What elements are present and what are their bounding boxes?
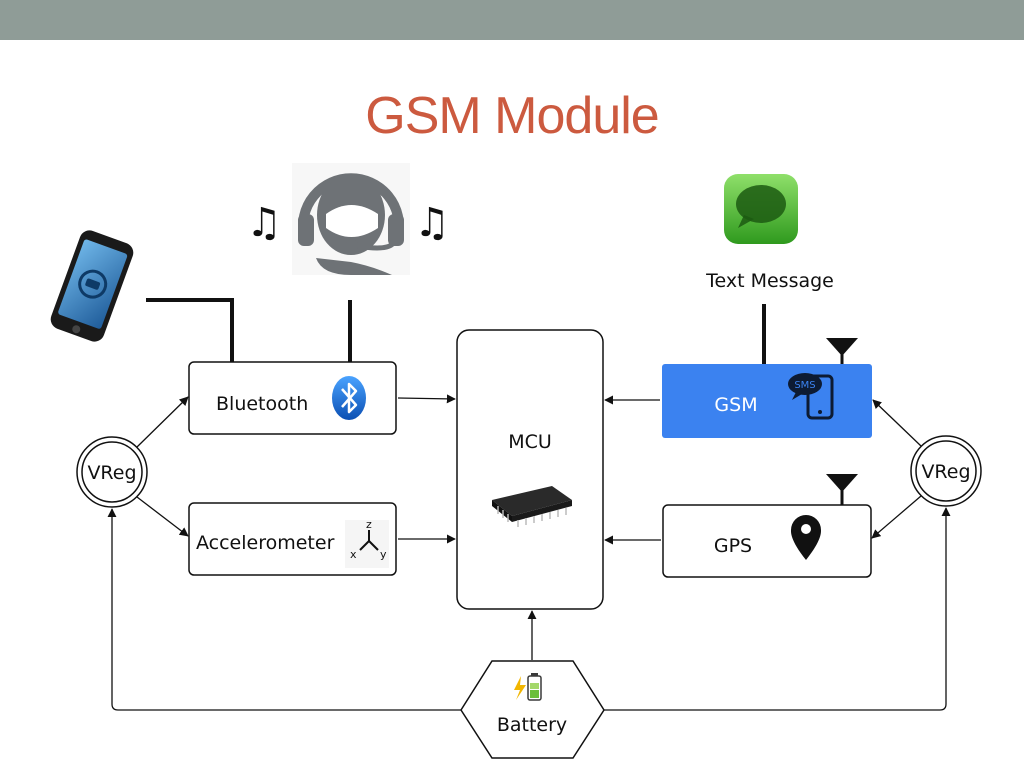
accelerometer-block: Accelerometer z x y xyxy=(188,502,397,576)
bluetooth-icon xyxy=(332,376,366,420)
gsm-block: GSM SMS xyxy=(662,364,872,438)
battery-label: Battery xyxy=(497,714,567,736)
axes-icon: z x y xyxy=(345,518,389,568)
arrow-vreg-gsm xyxy=(872,399,922,447)
axis-y-label: y xyxy=(380,548,387,561)
music-note-icon-right: ♫ xyxy=(414,200,450,246)
music-note-icon-left: ♫ xyxy=(246,200,282,246)
chip-icon xyxy=(492,486,572,527)
gps-block: GPS xyxy=(662,504,872,578)
arrow-vreg-bluetooth xyxy=(136,396,189,448)
chat-bubble-icon xyxy=(724,174,798,244)
vreg-right-label: VReg xyxy=(921,461,970,483)
sms-badge: SMS xyxy=(794,380,815,391)
battery-charging-icon xyxy=(514,673,542,701)
bluetooth-block: Bluetooth xyxy=(188,361,397,435)
location-pin-icon xyxy=(790,515,822,560)
phone-icon xyxy=(50,230,134,342)
vreg-left: VReg xyxy=(76,436,148,508)
axis-x-label: x xyxy=(350,548,357,561)
arrow-vreg-gps xyxy=(871,495,922,539)
bluetooth-label: Bluetooth xyxy=(216,393,308,415)
arrow-bluetooth-mcu xyxy=(397,394,456,404)
antenna-icon-gsm xyxy=(826,338,858,364)
arrow-battery-vreg-left xyxy=(107,508,461,711)
sms-phone-icon: SMS xyxy=(788,373,834,420)
battery-block: Battery xyxy=(460,660,605,759)
slide-title: GSM Module xyxy=(365,87,659,145)
arrows xyxy=(107,394,951,711)
mcu-block: MCU xyxy=(456,329,604,610)
top-bar xyxy=(0,0,1024,40)
headset-icon xyxy=(292,163,410,275)
axis-z-label: z xyxy=(366,518,372,531)
text-message-label: Text Message xyxy=(705,270,834,292)
arrow-battery-vreg-right xyxy=(604,507,951,711)
gsm-label: GSM xyxy=(714,394,757,416)
accelerometer-label: Accelerometer xyxy=(196,532,335,554)
mcu-label: MCU xyxy=(508,431,552,453)
antenna-icon-gps xyxy=(826,474,858,505)
vreg-left-label: VReg xyxy=(87,462,136,484)
vreg-right: VReg xyxy=(910,435,982,507)
arrow-vreg-accelerometer xyxy=(136,496,189,537)
gps-label: GPS xyxy=(714,535,752,557)
phone-link-line xyxy=(146,298,234,362)
